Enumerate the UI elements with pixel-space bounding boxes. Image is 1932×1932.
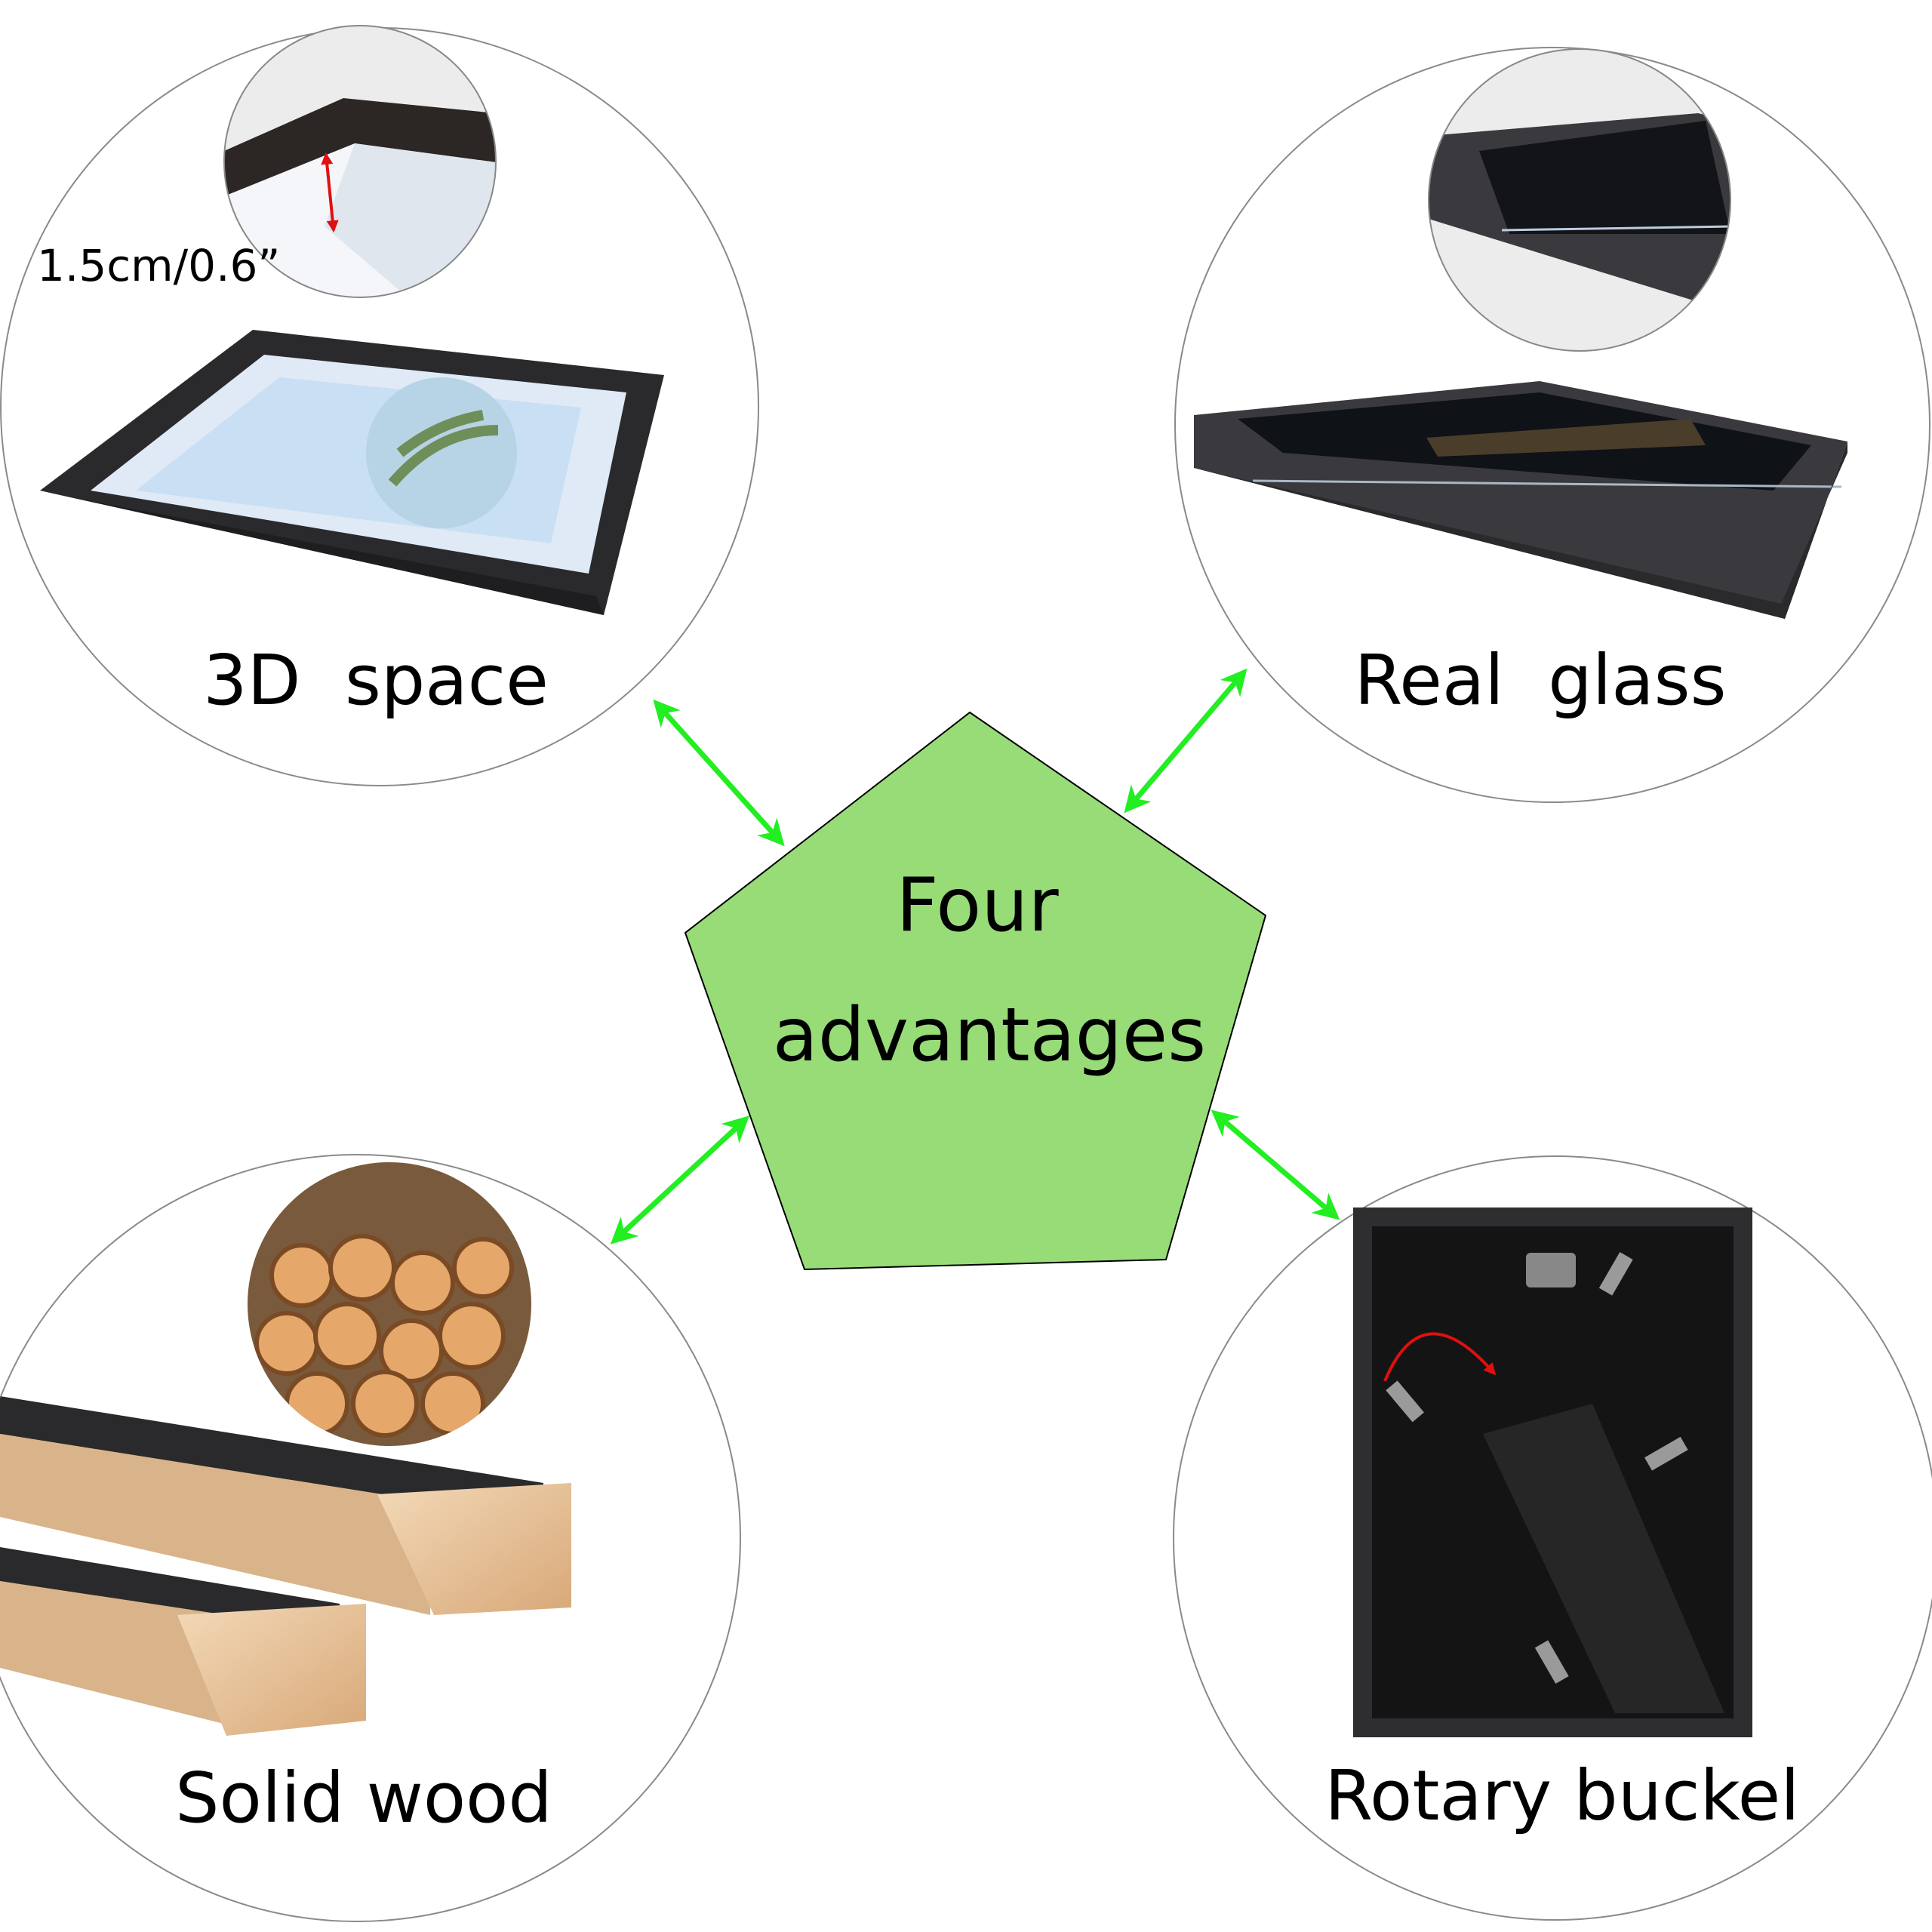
rotate-arrow-icon: [1383, 1332, 1497, 1382]
feature-label: 3D space: [203, 640, 549, 721]
rotary-clip-icon: [1386, 1252, 1688, 1684]
feature-label: Rotary buckel: [1324, 1755, 1800, 1836]
feature-3d-space: 1.5cm/0.6” 3D space: [0, 25, 759, 786]
depth-closeup-photo: [224, 26, 496, 297]
logs-photo: [248, 1162, 531, 1446]
feature-label: Real glass: [1354, 640, 1726, 721]
double-arrow-icon: [1211, 1109, 1340, 1220]
sawtooth-hanger-icon: [1526, 1253, 1576, 1287]
depth-arrow-icon: [321, 152, 339, 233]
double-arrow-icon: [653, 699, 785, 847]
feature-solid-wood: Solid wood: [0, 1154, 741, 1922]
feature-label: Solid wood: [175, 1758, 552, 1838]
feature-real-glass: Real glass: [1174, 47, 1930, 803]
frame-back-photo: [1353, 1208, 1752, 1737]
center-title-line1: Four: [896, 863, 1059, 949]
shadow-box-frame-photo: [40, 330, 664, 615]
connector-arrows: [610, 668, 1340, 1244]
depth-measure: 1.5cm/0.6”: [37, 240, 280, 291]
wood-moulding-photo: [0, 1396, 571, 1736]
glass-closeup-photo: [1429, 49, 1730, 351]
double-arrow-icon: [1124, 668, 1247, 814]
double-arrow-icon: [610, 1115, 750, 1244]
center-title-line2: advantages: [773, 992, 1206, 1078]
feature-rotary-buckel: Rotary buckel: [1173, 1155, 1932, 1921]
glass-frame-photo: [1194, 381, 1847, 619]
center-pentagon: Four advantages: [684, 711, 1267, 1271]
